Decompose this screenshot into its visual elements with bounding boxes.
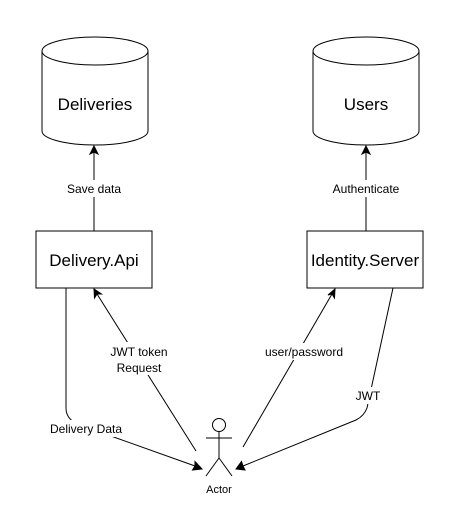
- edge-user-password-label-bg: [256, 343, 352, 360]
- edge-jwt-arrowhead: [235, 460, 246, 471]
- edge-authenticate[interactable]: Authenticate: [326, 144, 406, 231]
- edge-jwt-line: [242, 287, 394, 467]
- edge-save-data-label-bg: [60, 180, 128, 197]
- actor[interactable]: Actor: [205, 418, 233, 497]
- edge-save-data-arrowhead: [88, 144, 100, 156]
- edge-user-password[interactable]: user/password: [242, 287, 352, 448]
- edge-delivery-data-label: Delivery Data: [50, 422, 122, 436]
- users-database-top: [312, 36, 420, 66]
- edge-jwt-token-request-label-bg: [104, 342, 174, 375]
- edge-jwt-token-request-label-line1: JWT token: [110, 345, 167, 359]
- edge-authenticate-label-bg: [326, 180, 406, 197]
- deliveries-database[interactable]: Deliveries: [41, 36, 149, 146]
- edge-authenticate-arrowhead: [360, 144, 372, 156]
- edge-jwt-token-request[interactable]: JWT token Request: [93, 288, 197, 452]
- actor-head: [212, 418, 226, 432]
- edge-jwt-label: JWT: [356, 389, 381, 403]
- edge-save-data[interactable]: Save data: [60, 144, 128, 231]
- edge-jwt-label-bg: [352, 387, 384, 404]
- edge-delivery-data-label-bg: [42, 420, 130, 437]
- identity-server-box: [306, 230, 424, 289]
- edge-delivery-data-arrowhead: [191, 460, 204, 471]
- edge-save-data-label: Save data: [67, 182, 121, 196]
- users-database-label: Users: [344, 95, 388, 114]
- edge-delivery-data[interactable]: Delivery Data: [42, 288, 204, 471]
- delivery-api-node[interactable]: Delivery.Api: [35, 230, 153, 289]
- identity-server-label: Identity.Server: [311, 251, 420, 270]
- edge-jwt-token-request-label-line2: Request: [117, 361, 162, 375]
- edge-jwt[interactable]: JWT: [235, 287, 394, 471]
- actor-right-leg: [218, 457, 233, 477]
- edge-delivery-data-line: [65, 288, 196, 467]
- edge-user-password-arrowhead: [327, 287, 336, 300]
- identity-server-node[interactable]: Identity.Server: [306, 230, 424, 289]
- users-database[interactable]: Users: [312, 36, 420, 146]
- deliveries-database-top: [41, 36, 149, 66]
- edge-jwt-token-request-arrowhead: [93, 288, 104, 300]
- deliveries-database-label: Deliveries: [58, 95, 133, 114]
- edge-authenticate-label: Authenticate: [333, 182, 400, 196]
- delivery-api-box: [35, 230, 153, 289]
- edge-user-password-label: user/password: [265, 345, 343, 359]
- deliveries-database-body: [41, 51, 149, 146]
- actor-left-leg: [205, 457, 220, 477]
- delivery-api-label: Delivery.Api: [49, 251, 138, 270]
- actor-label: Actor: [206, 484, 232, 496]
- edge-user-password-line: [242, 293, 333, 448]
